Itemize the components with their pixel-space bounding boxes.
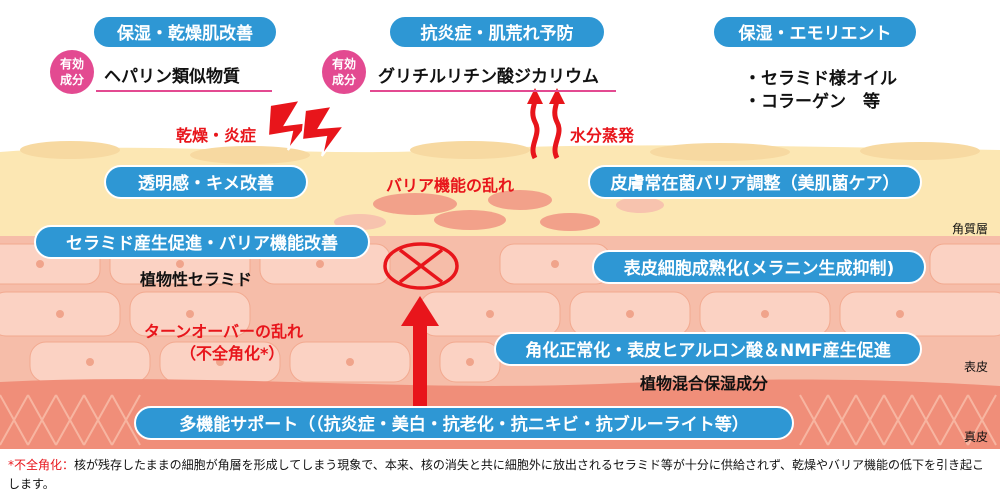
ingredient-glycyrrhizinate: グリチルリチン酸ジカリウム bbox=[378, 67, 599, 87]
pill-epidermal-maturation: 表皮細胞成熟化(メラニン生成抑制) bbox=[592, 250, 926, 284]
emollient-item: ・セラミド様オイル bbox=[744, 69, 897, 89]
water-evaporation-label: 水分蒸発 bbox=[570, 126, 635, 145]
prohibition-x-icon bbox=[383, 242, 459, 290]
pill-microbiome-barrier: 皮膚常在菌バリア調整（美肌菌ケア） bbox=[588, 165, 922, 199]
evaporation-arrow-icon bbox=[552, 99, 562, 160]
pill-ceramide-barrier: セラミド産生促進・バリア機能改善 bbox=[34, 225, 370, 259]
ingredient-heparinoid: ヘパリン類似物質 bbox=[104, 67, 240, 87]
barrier-disorder-label: バリア機能の乱れ bbox=[386, 176, 515, 195]
pill-multifunction-support: 多機能サポート（（抗炎症・美白・抗老化・抗ニキビ・抗ブルーライト等） bbox=[134, 406, 794, 440]
footnote-text: 核が残存したままの細胞が角層を形成してしまう現象で、本来、核の消失と共に細胞外に… bbox=[8, 458, 984, 491]
plant-moisture-label: 植物混合保湿成分 bbox=[640, 374, 769, 393]
footnote-mark: *不全角化： bbox=[8, 458, 75, 472]
layer-label-dermis: 真皮 bbox=[964, 430, 989, 444]
lightning-bolt-icon bbox=[266, 98, 313, 151]
header-anti-inflammation: 抗炎症・肌荒れ予防 bbox=[388, 15, 606, 49]
parakeratosis-label: （不全角化*） bbox=[180, 344, 285, 363]
dryness-inflammation-label: 乾燥・炎症 bbox=[176, 126, 257, 145]
active-ingredient-badge: 有効成分 bbox=[50, 50, 94, 94]
lightning-bolt-icon bbox=[300, 104, 347, 157]
header-moisture-dryness: 保湿・乾燥肌改善 bbox=[92, 15, 278, 49]
emollient-item: ・コラーゲン 等 bbox=[744, 92, 880, 112]
evaporation-arrow-icon bbox=[530, 99, 540, 160]
ingredient-underline bbox=[96, 90, 272, 92]
turnover-disorder-label: ターンオーバーの乱れ bbox=[144, 322, 304, 341]
ingredient-underline bbox=[370, 90, 616, 92]
active-ingredient-badge: 有効成分 bbox=[322, 50, 366, 94]
layer-label-epidermis: 表皮 bbox=[964, 360, 989, 374]
layer-label-stratum-corneum: 角質層 bbox=[952, 222, 989, 236]
footnote: *不全角化：核が残存したままの細胞が角層を形成してしまう現象で、本来、核の消失と… bbox=[8, 456, 993, 494]
header-emollient: 保湿・エモリエント bbox=[712, 15, 918, 49]
pill-keratinization: 角化正常化・表皮ヒアルロン酸＆NMF産生促進 bbox=[494, 332, 922, 366]
plant-ceramide-label: 植物性セラミド bbox=[140, 270, 253, 289]
pill-clarity-texture: 透明感・キメ改善 bbox=[104, 165, 308, 199]
up-arrow-icon bbox=[401, 296, 439, 326]
